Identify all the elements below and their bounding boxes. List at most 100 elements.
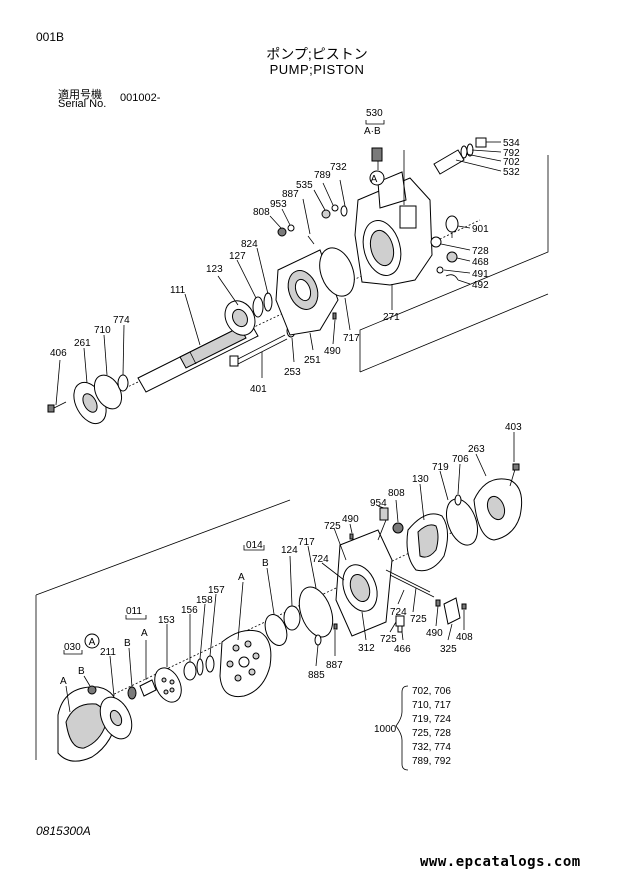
callout-014: 014 (246, 540, 263, 551)
callout-717-upper: 717 (343, 333, 360, 344)
part-717-oring (319, 247, 355, 297)
kit-row-2: 710, 717 (412, 700, 451, 711)
part-808-nut (277, 227, 287, 237)
kit-row-3: 719, 724 (412, 714, 451, 725)
callout-251: 251 (304, 355, 321, 366)
part-123-bearing (224, 300, 256, 336)
kit-list: 1000 702, 706 710, 717 719, 724 725, 728… (374, 686, 451, 767)
callout-011-a: A (141, 628, 148, 639)
part-014-valve-plate (264, 614, 288, 646)
callout-124: 124 (281, 545, 298, 556)
kit-row-6: 789, 792 (412, 756, 451, 767)
callout-724-lower: 724 (390, 607, 407, 618)
part-724-pipe (385, 569, 431, 593)
callout-labels-upper: 530 A·B A 534 792 702 532 732 789 535 88… (50, 108, 520, 395)
serial-label-english: Serial No. (58, 98, 107, 110)
part-011-piston-shoe (127, 679, 157, 700)
part-127-spacer (252, 296, 264, 318)
callout-535: 535 (296, 180, 313, 191)
part-014-cylinder-block (219, 629, 272, 698)
callout-702: 702 (503, 157, 520, 168)
callout-030-b: B (78, 666, 85, 677)
part-408-plug (461, 603, 467, 610)
part-153-retainer (154, 667, 182, 703)
part-130-swash-support (406, 513, 448, 572)
leader-lines-upper (55, 141, 502, 406)
callout-130: 130 (412, 474, 429, 485)
part-490-plug-lower (349, 533, 354, 540)
callout-901: 901 (472, 224, 489, 235)
callout-885: 885 (308, 670, 325, 681)
part-468-plug (446, 251, 458, 263)
part-774-seal (117, 374, 129, 392)
part-263-cover (473, 478, 523, 541)
callout-706: 706 (452, 454, 469, 465)
callout-014-b: B (262, 558, 269, 569)
part-030-ball (87, 685, 97, 695)
callout-156: 156 (181, 605, 198, 616)
serial-label-japanese: 適用号機 (58, 89, 102, 101)
part-466-plug (395, 615, 405, 633)
part-953-screw (287, 224, 295, 232)
part-490-plug (332, 312, 337, 320)
callout-792: 792 (503, 148, 520, 159)
callout-534: 534 (503, 138, 520, 149)
page-code: 001B (36, 30, 65, 44)
part-954-screw (377, 507, 389, 541)
kit-bracket (395, 685, 409, 771)
callout-725-upper-block: 725 (324, 521, 341, 532)
boundary-line-upper-b (359, 293, 549, 373)
callout-490-right: 490 (426, 628, 443, 639)
part-530-block (365, 120, 405, 205)
callout-954: 954 (370, 498, 387, 509)
callout-403: 403 (505, 422, 522, 433)
kit-id: 1000 (374, 724, 397, 735)
section-marker-a-upper (369, 170, 385, 186)
part-885-pin (314, 634, 322, 646)
part-325-cover (443, 597, 461, 625)
part-312-valve-block (335, 529, 393, 637)
callout-466: 466 (394, 644, 411, 655)
part-271-casing (354, 171, 433, 286)
part-887-pin (307, 235, 315, 245)
section-marker-a-lower (84, 633, 100, 649)
callout-123: 123 (206, 264, 223, 275)
part-111-shaft (137, 321, 259, 393)
part-492-pin (445, 274, 459, 281)
callout-263: 263 (468, 444, 485, 455)
callout-808-upper: 808 (253, 207, 270, 218)
title-japanese: ポンプ;ピストン (266, 46, 368, 62)
callout-158: 158 (196, 595, 213, 606)
part-789-ring (331, 204, 339, 212)
part-717-gasket (298, 586, 334, 638)
callout-728: 728 (472, 246, 489, 257)
lower-assembly (35, 463, 523, 762)
callout-725-lower-left: 725 (380, 634, 397, 645)
callout-157: 157 (208, 585, 225, 596)
callout-030-a: A (60, 676, 67, 687)
callout-492: 492 (472, 280, 489, 291)
callout-490-lower: 490 (342, 514, 359, 525)
callout-211: 211 (100, 647, 116, 658)
document-number: 0815300A (36, 824, 91, 838)
upper-assembly (47, 120, 549, 425)
callout-ab: A·B (364, 126, 381, 137)
callout-732: 732 (330, 162, 347, 173)
website-watermark[interactable]: www.epcatalogs.com (420, 854, 581, 870)
callout-circle-a-upper: A (371, 174, 378, 185)
callout-824: 824 (241, 239, 258, 250)
callout-710: 710 (94, 325, 111, 336)
callout-887-lower: 887 (326, 660, 343, 671)
callout-808-lower: 808 (388, 488, 405, 499)
callout-127: 127 (229, 251, 246, 262)
callout-153: 153 (158, 615, 175, 626)
callout-468: 468 (472, 257, 489, 268)
part-732-oring (340, 205, 348, 217)
callout-406: 406 (50, 348, 67, 359)
callout-774: 774 (113, 315, 130, 326)
callout-724-block: 724 (312, 554, 329, 565)
callout-312: 312 (358, 643, 375, 654)
part-491-pin (436, 266, 444, 274)
part-725-pipe (389, 574, 435, 598)
callout-030: 030 (64, 642, 81, 653)
